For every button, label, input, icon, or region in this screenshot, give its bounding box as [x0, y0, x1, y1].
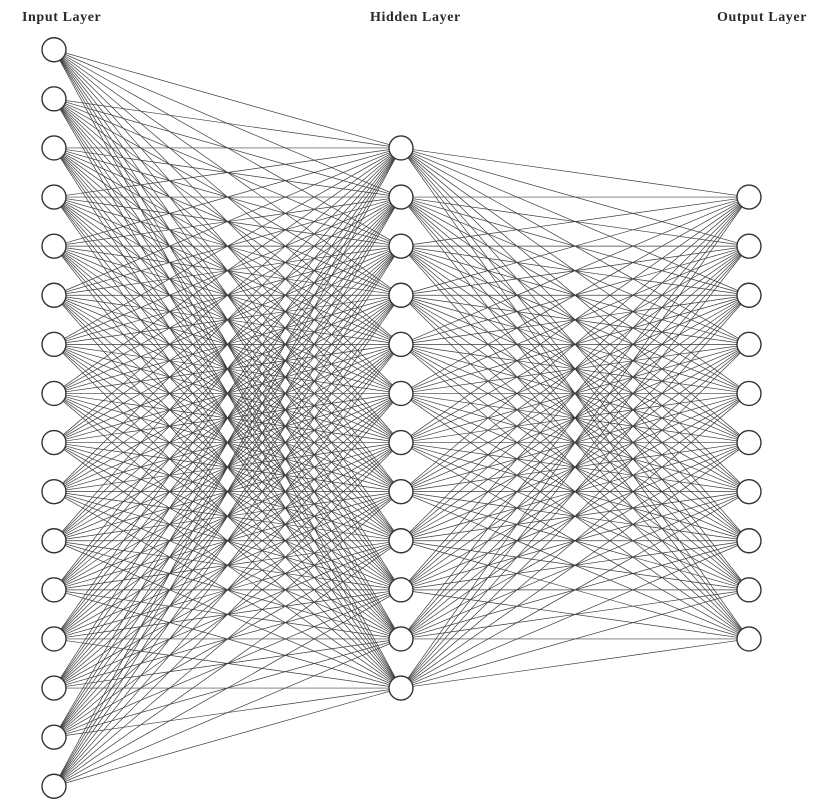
- connection-input-7-to-hidden-1: [53, 147, 402, 345]
- connection-hidden-3-to-output-1: [400, 196, 750, 247]
- input-neuron-4: [41, 184, 67, 210]
- connection-input-6-to-hidden-1: [53, 147, 402, 296]
- hidden-neuron-2: [388, 184, 414, 210]
- output-layer-title: Output Layer: [717, 10, 808, 25]
- connection-input-16-to-hidden-1: [53, 147, 402, 787]
- connection-hidden-12-to-output-8: [400, 540, 750, 689]
- connection-input-16-to-hidden-8: [53, 491, 402, 787]
- hidden-neuron-8: [388, 478, 414, 505]
- connection-input-1-to-hidden-1: [53, 49, 402, 149]
- connection-hidden-12-to-output-1: [400, 196, 750, 689]
- input-neuron-8: [41, 380, 67, 407]
- hidden-neuron-1: [388, 135, 414, 161]
- connection-hidden-12-to-output-5: [400, 393, 750, 689]
- input-neuron-5: [41, 233, 67, 259]
- output-neuron-8: [736, 528, 762, 554]
- connection-input-13-to-hidden-1: [53, 147, 402, 640]
- input-layer-title: Input Layer: [22, 10, 102, 25]
- connection-hidden-12-to-output-4: [400, 344, 750, 689]
- hidden-neuron-9: [388, 528, 414, 554]
- output-neuron-10: [736, 626, 762, 652]
- connection-hidden-12-to-output-3: [400, 295, 750, 689]
- connection-input-15-to-hidden-1: [53, 147, 402, 738]
- connection-hidden-12-to-output-7: [400, 491, 750, 689]
- connection-input-5-to-hidden-1: [53, 147, 402, 247]
- connection-input-16-to-hidden-9: [53, 540, 402, 787]
- connection-input-8-to-hidden-1: [53, 147, 402, 394]
- connection-input-11-to-hidden-1: [53, 147, 402, 541]
- connection-hidden-6-to-output-1: [400, 196, 750, 394]
- connection-hidden-12-to-output-2: [400, 245, 750, 689]
- connection-hidden-8-to-output-1: [400, 196, 750, 492]
- output-neuron-7: [736, 478, 762, 505]
- hidden-neuron-11: [388, 626, 414, 652]
- connection-input-16-to-hidden-3: [53, 245, 402, 787]
- neurons: [41, 37, 762, 799]
- input-neuron-10: [41, 478, 67, 505]
- input-neuron-15: [41, 724, 67, 750]
- input-neuron-14: [41, 675, 67, 701]
- input-neuron-13: [41, 626, 67, 652]
- hidden-layer-title: Hidden Layer: [370, 10, 461, 25]
- connection-hidden-1-to-output-1: [400, 147, 750, 198]
- input-neuron-1: [41, 37, 67, 63]
- connection-input-16-to-hidden-11: [53, 638, 402, 787]
- connection-hidden-12-to-output-10: [400, 638, 750, 689]
- output-neuron-5: [736, 380, 762, 407]
- hidden-neuron-5: [388, 331, 414, 358]
- connection-hidden-12-to-output-9: [400, 589, 750, 689]
- connection-input-16-to-hidden-4: [53, 295, 402, 787]
- input-neuron-6: [41, 282, 67, 308]
- hidden-neuron-7: [388, 429, 414, 456]
- input-neuron-2: [41, 86, 67, 112]
- connection-input-4-to-hidden-1: [53, 147, 402, 198]
- output-neuron-3: [736, 282, 762, 308]
- connection-input-16-to-hidden-6: [53, 393, 402, 787]
- hidden-neuron-6: [388, 380, 414, 407]
- connection-input-2-to-hidden-1: [53, 98, 402, 149]
- connection-input-16-to-hidden-7: [53, 442, 402, 787]
- connection-input-14-to-hidden-1: [53, 147, 402, 689]
- connection-hidden-12-to-output-6: [400, 442, 750, 689]
- connection-input-16-to-hidden-12: [53, 687, 402, 787]
- connection-hidden-5-to-output-1: [400, 196, 750, 345]
- input-neuron-16: [41, 773, 67, 799]
- connection-input-10-to-hidden-1: [53, 147, 402, 492]
- connection-input-16-to-hidden-5: [53, 344, 402, 787]
- input-neuron-12: [41, 577, 67, 603]
- connection-input-16-to-hidden-2: [53, 196, 402, 787]
- connection-hidden-9-to-output-1: [400, 196, 750, 541]
- connection-hidden-11-to-output-1: [400, 196, 750, 640]
- connection-hidden-10-to-output-1: [400, 196, 750, 591]
- hidden-neuron-3: [388, 233, 414, 259]
- output-neuron-2: [736, 233, 762, 259]
- connection-input-9-to-hidden-1: [53, 147, 402, 443]
- output-neuron-6: [736, 429, 762, 456]
- output-neuron-1: [736, 184, 762, 210]
- connection-input-16-to-hidden-10: [53, 589, 402, 787]
- connections: [53, 49, 750, 787]
- connection-input-12-to-hidden-1: [53, 147, 402, 591]
- input-neuron-3: [41, 135, 67, 161]
- input-neuron-11: [41, 528, 67, 554]
- hidden-neuron-12: [388, 675, 414, 701]
- connection-hidden-7-to-output-1: [400, 196, 750, 443]
- hidden-neuron-10: [388, 577, 414, 603]
- output-neuron-4: [736, 331, 762, 358]
- input-neuron-9: [41, 429, 67, 456]
- output-neuron-9: [736, 577, 762, 603]
- input-neuron-7: [41, 331, 67, 358]
- connection-hidden-4-to-output-1: [400, 196, 750, 296]
- hidden-neuron-4: [388, 282, 414, 308]
